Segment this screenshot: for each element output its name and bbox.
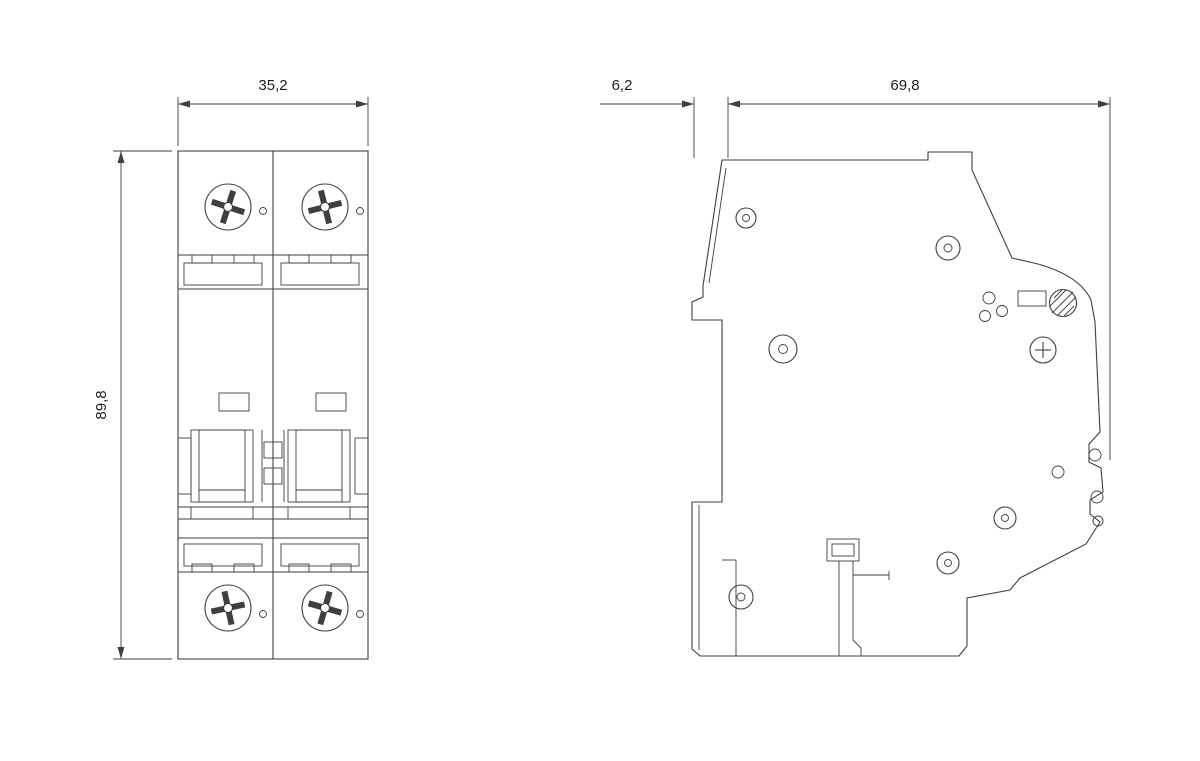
terminal-screw-bottom-left-icon	[204, 584, 252, 632]
front-pin-1	[1088, 448, 1102, 462]
front-height-dimension: 89,8	[93, 150, 172, 660]
screw-head-hatched-icon	[1048, 288, 1078, 318]
marking-window-right	[315, 392, 347, 412]
bottom-latch-details	[826, 538, 890, 656]
test-hole-top-left	[259, 207, 267, 215]
side-body-outline	[691, 151, 1104, 657]
dim-arrow-right-icon	[682, 100, 694, 108]
terminal-screw-top-right-icon	[301, 183, 349, 231]
pin-cluster	[979, 291, 1008, 322]
dim-arrow-right-icon	[356, 100, 368, 108]
top-terminal-clamps	[178, 254, 368, 290]
dim-arrow-left-icon	[728, 100, 740, 108]
front-height-label: 89,8	[93, 390, 110, 419]
front-pin-3	[1092, 515, 1104, 527]
side-depth-label: 69,8	[890, 77, 919, 94]
dim-arrow-down-icon	[117, 647, 125, 659]
side-rear-offset-label: 6,2	[612, 77, 633, 94]
mid-band	[178, 506, 368, 520]
rivet-top-rear	[735, 207, 757, 229]
side-view: 6,2 69,8	[600, 77, 1111, 657]
terminal-screw-top-left-icon	[204, 183, 252, 231]
side-rear-dimension: 6,2	[600, 77, 729, 158]
test-hole-bottom-right	[356, 610, 364, 618]
screw-phillips-icon	[1029, 336, 1057, 364]
bottom-terminal-clamps	[178, 537, 368, 573]
side-window	[1017, 290, 1047, 307]
marking-window-left	[218, 392, 250, 412]
din-rail-clip-details	[698, 167, 737, 656]
front-width-dimension: 35,2	[177, 77, 369, 146]
dim-arrow-left-icon	[178, 100, 190, 108]
lower-terminal-area	[177, 429, 369, 503]
dim-arrow-right-icon	[1098, 100, 1110, 108]
terminal-screw-bottom-right-icon	[301, 584, 349, 632]
rivet-mid-rear	[768, 334, 798, 364]
rivet-top-center	[935, 235, 961, 261]
rivet-bottom-rear	[728, 584, 754, 610]
dim-arrow-up-icon	[117, 151, 125, 163]
rivet-bottom-center	[936, 551, 960, 575]
rivet-bottom-front	[993, 506, 1017, 530]
test-hole-top-right	[356, 207, 364, 215]
front-view: 35,2 89,8	[93, 77, 369, 660]
front-width-label: 35,2	[258, 77, 287, 94]
front-pin-4	[1051, 465, 1065, 479]
front-pin-2	[1090, 490, 1104, 504]
test-hole-bottom-left	[259, 610, 267, 618]
side-depth-dimension: 69,8	[728, 77, 1111, 460]
